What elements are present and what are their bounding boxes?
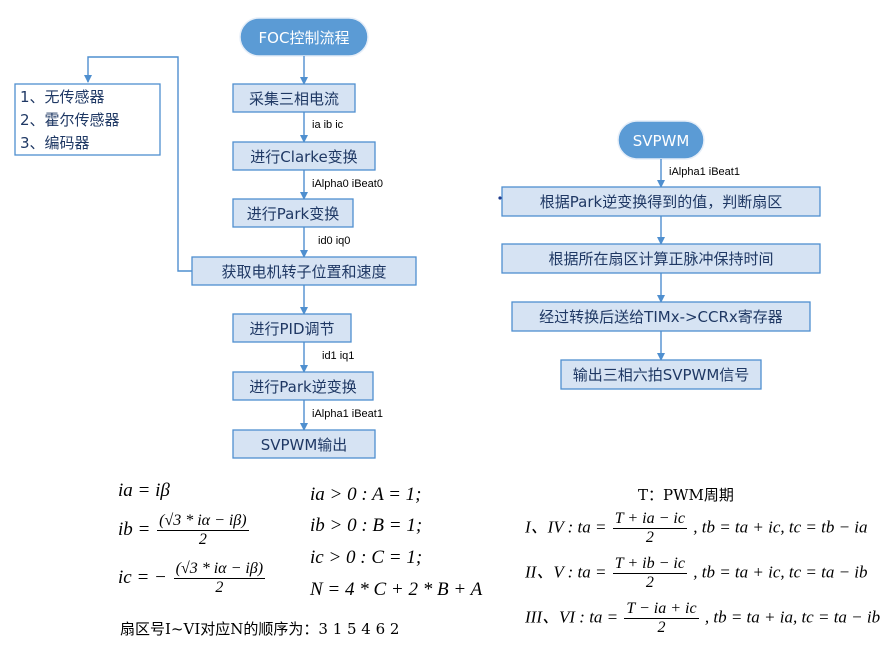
sensor-item-hall: 2、霍尔传感器	[20, 111, 120, 129]
svpwm-start-label: SVPWM	[633, 132, 690, 150]
cond-a: ia > 0 : A = 1;	[310, 484, 422, 505]
edge-label-ialpha1: iAlpha1 iBeat1	[312, 408, 383, 420]
step-park	[232, 198, 354, 228]
step-svpwm-signal	[560, 359, 762, 390]
edge-label-id0: id0 iq0	[318, 235, 350, 247]
timing-row-3-prefix: III、VI : ta =	[525, 607, 619, 627]
formula-ic-numerator: (√3 * iα − iβ)	[173, 560, 266, 579]
step-inverse-park	[232, 371, 374, 401]
formula-ic-denominator: 2	[215, 579, 224, 596]
formula-ic-lhs: ic = −	[118, 566, 167, 588]
step-judge-sector	[501, 186, 821, 217]
marker-dot	[498, 196, 502, 200]
step-rotor-position-label: 获取电机转子位置和速度	[221, 263, 386, 281]
timing-title: T：PWM周期	[638, 486, 734, 504]
step-inverse-park-label: 进行Park逆变换	[249, 378, 356, 396]
sensor-list-box	[14, 83, 161, 156]
formula-ib-numerator: (√3 * iα − iβ)	[157, 512, 249, 531]
step-pulse-time-label: 根据所在扇区计算正脉冲保持时间	[548, 250, 773, 268]
timing-row-1-prefix: I、IV : ta =	[525, 517, 607, 537]
timing-row-3-denominator: 2	[657, 619, 666, 636]
n-equation: N = 4 * C + 2 * B + A	[310, 579, 483, 600]
sector-order-note: 扇区号I~VI对应N的顺序为：3 1 5 4 6 2	[120, 620, 400, 638]
sensor-item-none: 1、无传感器	[20, 88, 105, 106]
step-ccr-register-label: 经过转换后送给TIMx->CCRx寄存器	[539, 308, 783, 326]
cond-c: ic > 0 : C = 1;	[310, 547, 423, 568]
step-svpwm-output-label: SVPWM输出	[261, 436, 348, 454]
formula-ic: ic = − (√3 * iα − iβ)2	[118, 560, 267, 597]
formula-ic-fraction: (√3 * iα − iβ)2	[173, 560, 266, 597]
step-ccr-register	[511, 301, 811, 332]
formula-ib-lhs: ib =	[118, 518, 151, 540]
timing-row-1-numerator: T + ia − ic	[612, 510, 687, 529]
step-park-label: 进行Park变换	[247, 205, 339, 223]
step-svpwm-output	[232, 429, 376, 459]
step-pid	[232, 313, 352, 343]
step-judge-sector-label: 根据Park逆变换得到的值，判断扇区	[540, 193, 782, 211]
cond-b: ib > 0 : B = 1;	[310, 515, 423, 536]
edge-label-right-ialpha1: iAlpha1 iBeat1	[669, 166, 740, 178]
formula-ib-fraction: (√3 * iα − iβ)2	[157, 512, 249, 549]
formula-ib-denominator: 2	[198, 531, 207, 548]
arrow-rotor-to-sensors	[84, 56, 192, 272]
step-svpwm-signal-label: 输出三相六拍SVPWM信号	[573, 366, 750, 384]
edge-label-ialpha0: iAlpha0 iBeat0	[312, 178, 383, 190]
timing-row-2-prefix: II、V : ta =	[525, 562, 607, 582]
timing-row-2-denominator: 2	[645, 574, 654, 591]
step-clarke-label: 进行Clarke变换	[250, 148, 357, 166]
edge-label-id1: id1 iq1	[322, 350, 354, 362]
timing-row-2-rest: , tb = ta + ic, tc = ta − ib	[693, 562, 868, 582]
timing-row-2-numerator: T + ib − ic	[612, 555, 687, 574]
sensor-item-encoder: 3、编码器	[20, 134, 90, 152]
formula-ia: ia = iβ	[118, 480, 170, 501]
edge-label-iabc: ia ib ic	[312, 119, 344, 131]
step-sample-current-label: 采集三相电流	[249, 90, 339, 108]
foc-start-label: FOC控制流程	[259, 29, 350, 47]
step-pulse-time	[501, 243, 821, 274]
timing-row-3-rest: , tb = ta + ia, tc = ta − ib	[704, 607, 881, 627]
timing-row-3-numerator: T − ia + ic	[624, 600, 699, 619]
timing-row-1-denominator: 2	[645, 529, 654, 546]
step-pid-label: 进行PID调节	[249, 320, 334, 338]
formula-ib: ib = (√3 * iα − iβ)2	[118, 512, 251, 549]
step-sample-current	[232, 83, 356, 113]
timing-row-1-rest: , tb = ta + ic, tc = tb − ia	[693, 517, 868, 537]
flowchart-canvas: FOC控制流程 采集三相电流 ia ib ic 进行Clarke变换 iAlph…	[14, 17, 821, 459]
